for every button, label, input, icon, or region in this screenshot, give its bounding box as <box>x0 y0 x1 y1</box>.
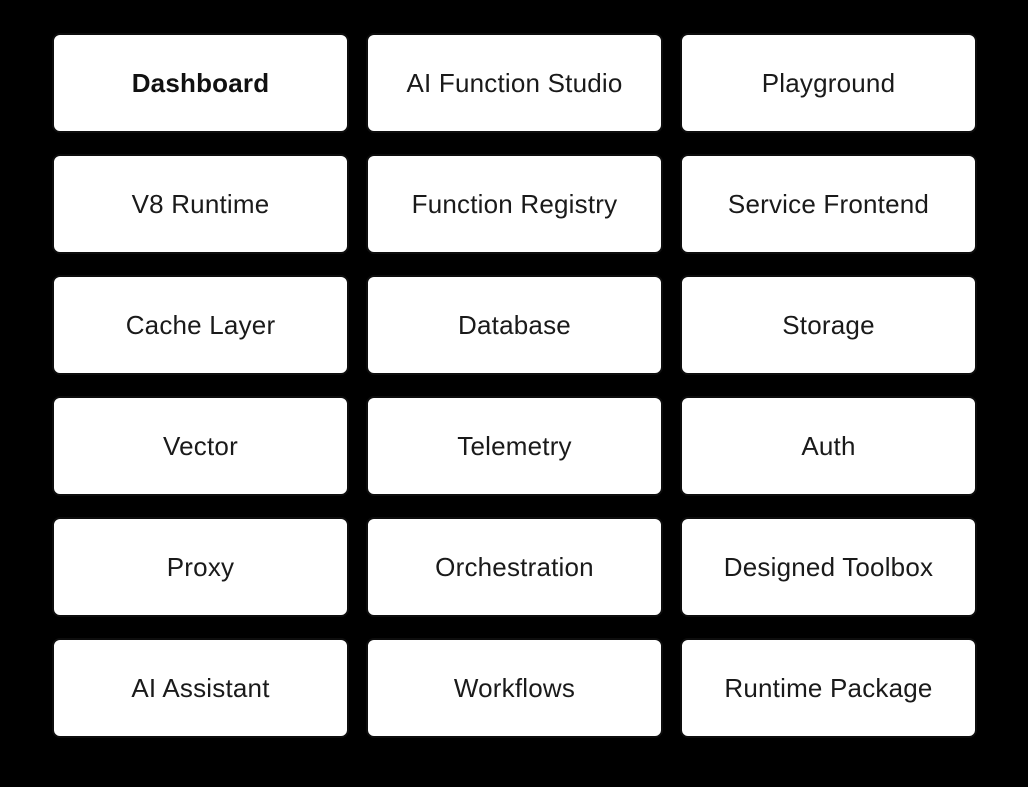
tile-auth[interactable]: Auth <box>680 396 977 496</box>
tile-auth-label: Auth <box>801 430 856 461</box>
tile-ai-function-studio[interactable]: AI Function Studio <box>366 33 663 133</box>
tile-function-registry[interactable]: Function Registry <box>366 154 663 254</box>
tile-cache-layer-label: Cache Layer <box>125 309 276 340</box>
tile-orchestration-label: Orchestration <box>435 551 594 582</box>
tile-grid: Dashboard AI Function Studio Playground … <box>52 33 977 738</box>
tile-dashboard[interactable]: Dashboard <box>52 33 349 133</box>
tile-workflows[interactable]: Workflows <box>366 638 663 738</box>
tile-storage[interactable]: Storage <box>680 275 977 375</box>
tile-proxy[interactable]: Proxy <box>52 517 349 617</box>
tile-dashboard-label: Dashboard <box>131 67 270 98</box>
tile-ai-assistant[interactable]: AI Assistant <box>52 638 349 738</box>
tile-service-frontend[interactable]: Service Frontend <box>680 154 977 254</box>
tile-v8-runtime[interactable]: V8 Runtime <box>52 154 349 254</box>
tile-storage-label: Storage <box>782 309 875 340</box>
tile-workflows-label: Workflows <box>453 672 576 703</box>
tile-ai-function-studio-label: AI Function Studio <box>406 67 623 98</box>
tile-proxy-label: Proxy <box>166 551 235 582</box>
tile-orchestration[interactable]: Orchestration <box>366 517 663 617</box>
tile-designed-toolbox-label: Designed Toolbox <box>723 551 934 582</box>
tile-runtime-package-label: Runtime Package <box>724 672 933 703</box>
tile-v8-runtime-label: V8 Runtime <box>131 188 270 219</box>
tile-vector[interactable]: Vector <box>52 396 349 496</box>
tile-function-registry-label: Function Registry <box>411 188 618 219</box>
tile-playground[interactable]: Playground <box>680 33 977 133</box>
tile-telemetry[interactable]: Telemetry <box>366 396 663 496</box>
tile-database[interactable]: Database <box>366 275 663 375</box>
tile-ai-assistant-label: AI Assistant <box>131 672 270 703</box>
tile-designed-toolbox[interactable]: Designed Toolbox <box>680 517 977 617</box>
tile-telemetry-label: Telemetry <box>457 430 572 461</box>
tile-service-frontend-label: Service Frontend <box>727 188 930 219</box>
tile-runtime-package[interactable]: Runtime Package <box>680 638 977 738</box>
tile-playground-label: Playground <box>761 67 896 98</box>
tile-cache-layer[interactable]: Cache Layer <box>52 275 349 375</box>
tile-database-label: Database <box>458 309 571 340</box>
tile-vector-label: Vector <box>163 430 238 461</box>
